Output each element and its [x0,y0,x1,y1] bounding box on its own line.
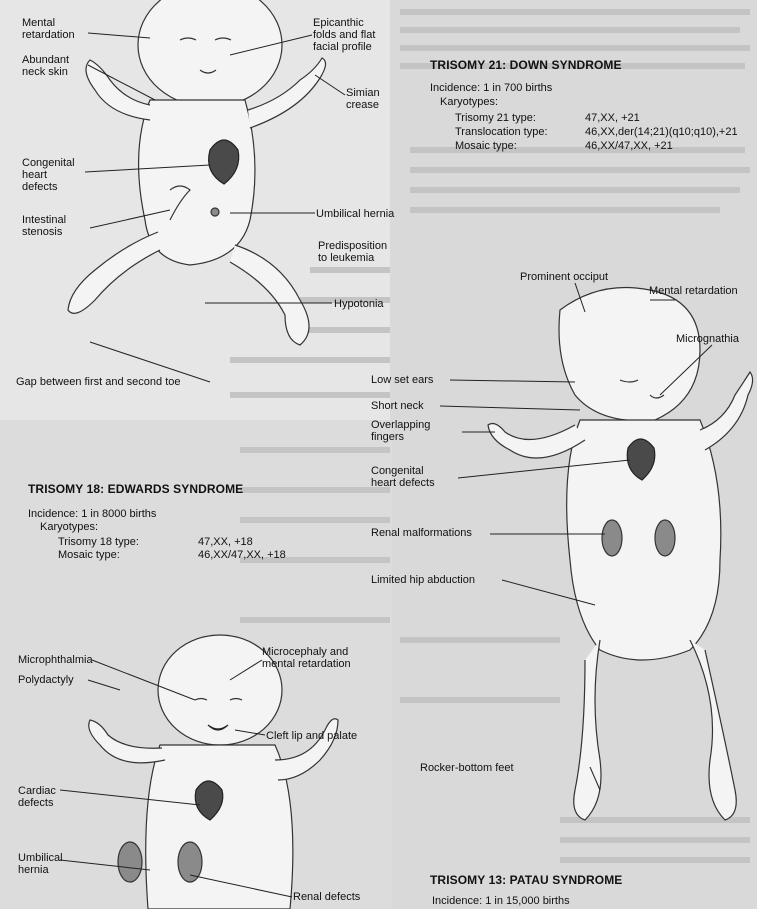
label-mental-retardation: Mental retardation [22,17,75,41]
label-cardiac-defects: Cardiac defects [18,785,56,809]
edwards-row-value: 47,XX, +18 [198,536,253,548]
label-congenital-heart-defects: Congenital heart defects [22,157,75,193]
label-simian-crease: Simian crease [346,87,380,111]
edwards-title: TRISOMY 18: EDWARDS SYNDROME [28,482,243,496]
label-abundant-neck-skin: Abundant neck skin [22,54,69,78]
label-hypotonia: Hypotonia [334,298,384,310]
label-renal-malformations: Renal malformations [371,527,472,539]
label-gap-toe: Gap between first and second toe [16,376,181,388]
label-mental-retardation-edwards: Mental retardation [649,285,738,297]
label-low-set-ears: Low set ears [371,374,433,386]
label-epicanthic-folds: Epicanthic folds and flat facial profile [313,17,375,53]
down-syndrome-infant-drawing [68,0,326,345]
label-renal-defects: Renal defects [293,891,360,903]
label-prominent-occiput: Prominent occiput [520,271,608,283]
edwards-incidence: Incidence: 1 in 8000 births [28,508,156,520]
patau-syndrome-infant-drawing [89,635,338,909]
down-karyotypes-label: Karyotypes: [440,96,498,108]
label-short-neck: Short neck [371,400,424,412]
down-title: TRISOMY 21: DOWN SYNDROME [430,58,622,72]
label-intestinal-stenosis: Intestinal stenosis [22,214,66,238]
label-microcephaly: Microcephaly and mental retardation [262,646,351,670]
down-row-value: 46,XX,der(14;21)(q10;q10),+21 [585,126,738,138]
label-limited-hip-abduction: Limited hip abduction [371,574,475,586]
patau-title: TRISOMY 13: PATAU SYNDROME [430,873,622,887]
down-row-type: Translocation type: [455,126,548,138]
down-row-type: Trisomy 21 type: [455,112,536,124]
down-row-type: Mosaic type: [455,140,517,152]
label-umbilical-hernia-patau: Umbilical hernia [18,852,63,876]
down-info: Incidence: 1 in 700 births Karyotypes: T… [430,82,755,162]
edwards-row-type: Mosaic type: [58,549,120,561]
edwards-karyotypes-label: Karyotypes: [40,521,98,533]
label-overlapping-fingers: Overlapping fingers [371,419,430,443]
down-incidence: Incidence: 1 in 700 births [430,82,552,94]
label-polydactyly: Polydactyly [18,674,74,686]
label-umbilical-hernia: Umbilical hernia [316,208,394,220]
label-micrognathia: Micrognathia [676,333,739,345]
down-row-value: 47,XX, +21 [585,112,640,124]
down-row-value: 46,XX/47,XX, +21 [585,140,673,152]
label-predisposition-leukemia: Predisposition to leukemia [318,240,387,264]
edwards-syndrome-infant-drawing [488,288,753,821]
edwards-info: Incidence: 1 in 8000 births Karyotypes: … [28,508,328,568]
label-rocker-bottom-feet: Rocker-bottom feet [420,762,514,774]
edwards-row-type: Trisomy 18 type: [58,536,139,548]
label-microphthalmia: Microphthalmia [18,654,93,666]
patau-incidence: Incidence: 1 in 15,000 births [432,895,570,907]
edwards-row-value: 46,XX/47,XX, +18 [198,549,286,561]
label-cleft-lip-palate: Cleft lip and palate [266,730,357,742]
label-congenital-heart-defects-edwards: Congenital heart defects [371,465,435,489]
